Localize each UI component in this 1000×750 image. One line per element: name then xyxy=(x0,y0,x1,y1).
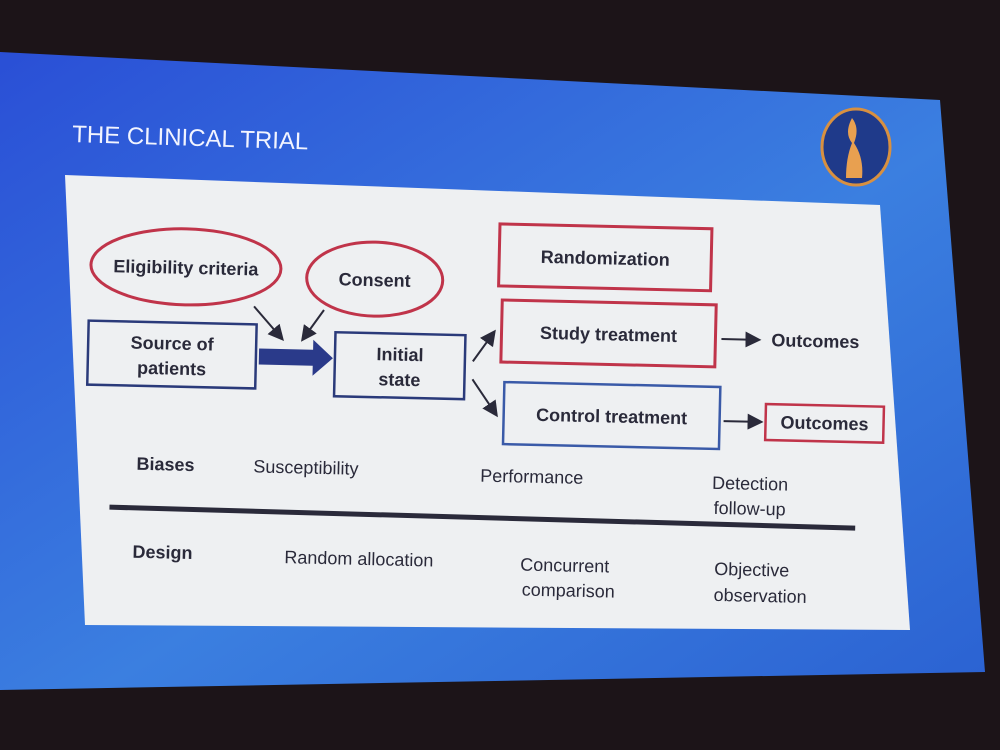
thick-arrow xyxy=(258,339,333,376)
design-concurrent: Concurrent xyxy=(520,555,609,577)
arrow-consent xyxy=(300,309,325,342)
outcomes-control-box xyxy=(763,402,886,444)
divider-line xyxy=(109,504,856,531)
society-seal-logo xyxy=(820,107,892,187)
source-of-patients-box xyxy=(85,319,258,390)
study-treatment-label: Study treatment xyxy=(540,323,677,346)
bias-follow-up: follow-up xyxy=(713,498,785,520)
consent-oval xyxy=(305,240,445,318)
study-treatment-box xyxy=(499,298,718,369)
design-comparison: comparison xyxy=(521,580,614,602)
initial-state-box xyxy=(332,330,467,401)
design-observation: observation xyxy=(713,585,806,607)
consent-label: Consent xyxy=(338,269,410,291)
randomization-box xyxy=(497,222,714,293)
eligibility-criteria-oval xyxy=(89,227,283,307)
outcomes-study-label: Outcomes xyxy=(771,330,859,352)
design-objective: Objective xyxy=(714,559,789,581)
source-label-1: Source of xyxy=(130,333,214,355)
arrow-to-control xyxy=(471,378,498,418)
bias-detection: Detection xyxy=(712,473,788,495)
arrow-eligibility xyxy=(253,305,284,342)
eligibility-criteria-label: Eligibility criteria xyxy=(113,256,259,279)
randomization-label: Randomization xyxy=(541,247,670,270)
bias-susceptibility: Susceptibility xyxy=(253,456,358,478)
arrow-study-outcomes xyxy=(721,331,762,348)
design-label: Design xyxy=(132,542,192,563)
control-treatment-box xyxy=(501,380,722,451)
arrow-control-outcomes xyxy=(723,413,764,430)
source-label-2: patients xyxy=(137,358,206,380)
initial-label-2: state xyxy=(378,369,420,390)
initial-label-1: Initial xyxy=(376,344,423,365)
control-treatment-label: Control treatment xyxy=(536,405,687,428)
biases-label: Biases xyxy=(136,454,194,475)
bias-performance: Performance xyxy=(480,466,583,488)
arrow-to-study xyxy=(472,329,496,362)
outcomes-control-label: Outcomes xyxy=(780,412,868,434)
design-random-allocation: Random allocation xyxy=(284,547,434,570)
